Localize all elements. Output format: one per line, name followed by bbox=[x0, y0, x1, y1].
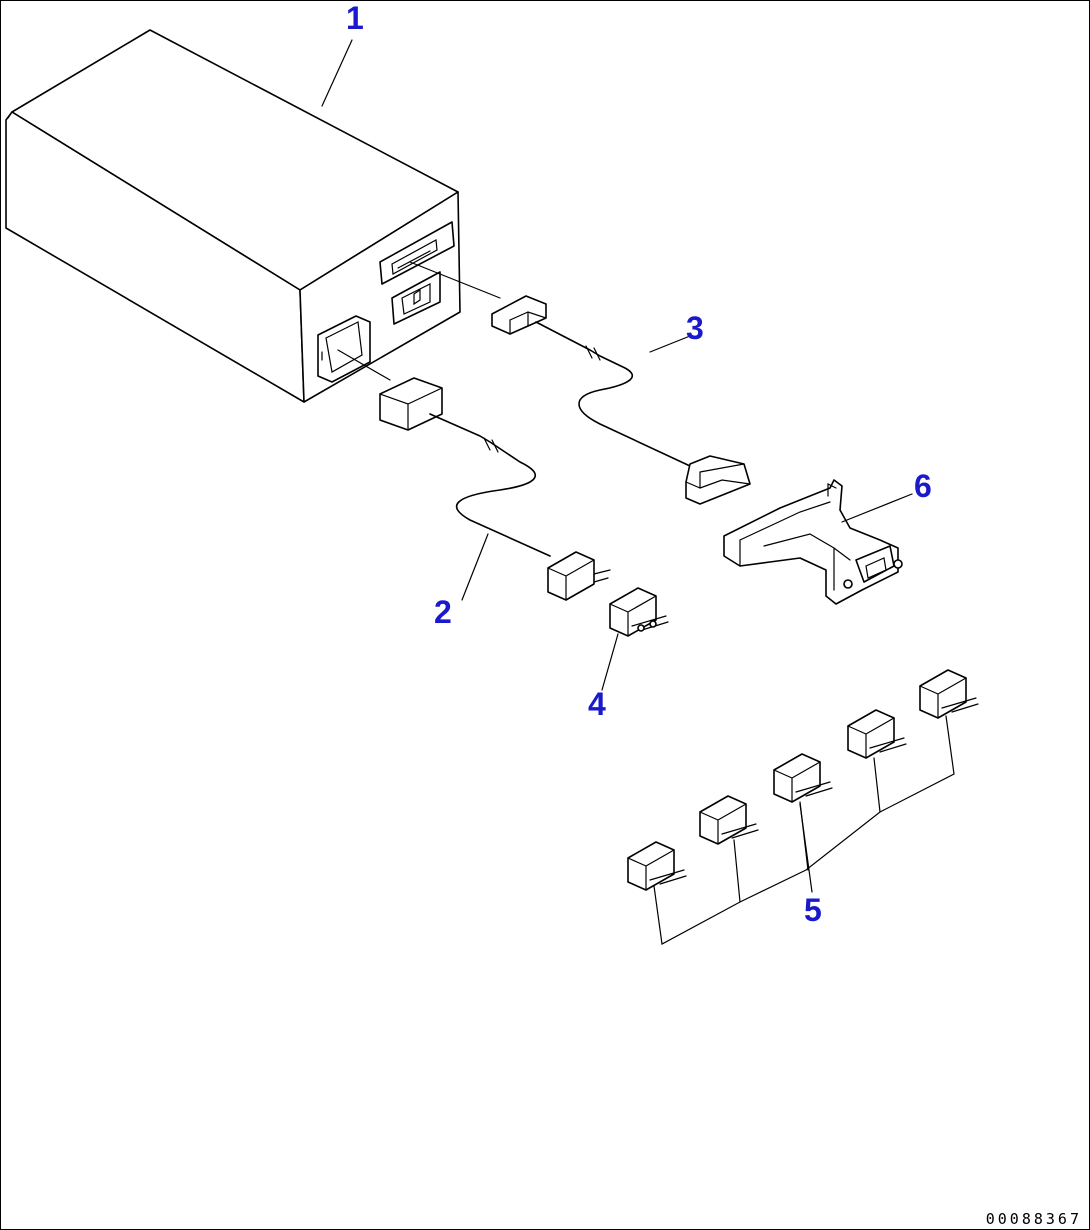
callout-6: 6 bbox=[914, 468, 932, 504]
main-unit-box bbox=[5, 29, 461, 403]
drawing-number: 00088367 bbox=[985, 1210, 1082, 1228]
callout-4: 4 bbox=[588, 686, 606, 722]
leader-line-5 bbox=[799, 803, 813, 893]
harness-plug-4 bbox=[847, 709, 907, 759]
harness-plug-2 bbox=[699, 795, 759, 845]
interface-adapter bbox=[723, 479, 903, 605]
leader-line-4 bbox=[601, 633, 619, 691]
leader-line-1 bbox=[321, 39, 353, 107]
harness-plug-3 bbox=[773, 753, 833, 803]
leader-lines bbox=[321, 39, 913, 893]
harness-plug-5 bbox=[919, 669, 979, 719]
leader-line-6 bbox=[841, 493, 913, 523]
leader-line-3 bbox=[649, 335, 691, 353]
callout-3: 3 bbox=[686, 310, 704, 346]
harness-plug-1 bbox=[627, 841, 687, 891]
leader-line-2 bbox=[461, 533, 489, 601]
signal-cable bbox=[409, 261, 751, 505]
callout-2: 2 bbox=[434, 594, 452, 630]
power-cable bbox=[337, 349, 611, 601]
adapter-plug bbox=[609, 587, 669, 637]
callout-5: 5 bbox=[804, 892, 822, 928]
callout-1: 1 bbox=[346, 0, 364, 36]
